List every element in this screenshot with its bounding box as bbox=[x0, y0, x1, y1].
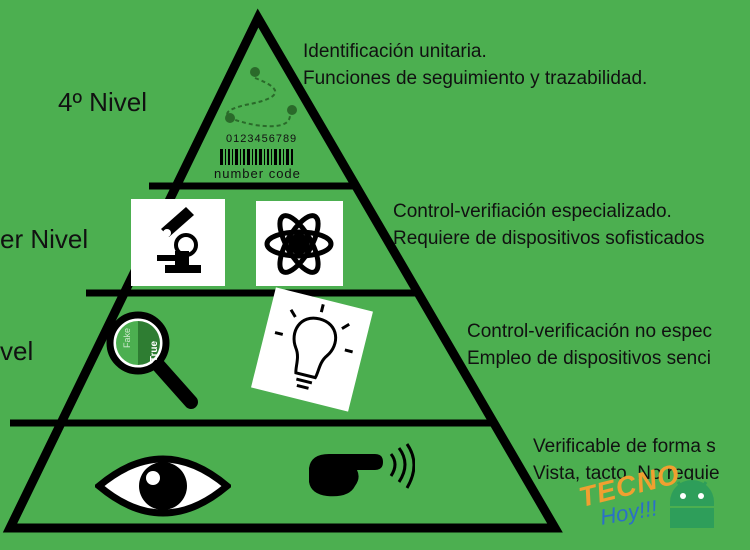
eye-icon bbox=[95, 455, 231, 517]
barcode-digits: 0123456789 bbox=[226, 133, 298, 145]
true-badge-label: True bbox=[149, 340, 161, 363]
level-2-desc-line-1: Control-verificación no espec bbox=[467, 321, 713, 342]
barcode-icon bbox=[220, 149, 293, 165]
fake-badge-label: Fake bbox=[122, 327, 133, 349]
level-4-desc-line-1: Identificación unitaria. bbox=[303, 41, 487, 62]
level-4-label: 4º Nivel bbox=[58, 87, 147, 117]
pointing-hand-icon bbox=[309, 443, 415, 497]
magnifier-icon bbox=[106, 311, 198, 409]
level-3-label: er Nivel bbox=[0, 224, 89, 254]
barcode-caption: number code bbox=[214, 166, 301, 181]
location-pin-icon bbox=[225, 67, 297, 123]
level-1-desc-line-1: Verificable de forma s bbox=[533, 436, 716, 457]
microscope-icon bbox=[157, 207, 201, 273]
atom-icon bbox=[264, 213, 334, 275]
level-1-desc-line-2: Vista, tacto. No requie bbox=[533, 463, 720, 484]
level-1-description: Verificable de forma s Vista, tacto. No … bbox=[533, 433, 720, 487]
level-4-description: Identificación unitaria. Funciones de se… bbox=[303, 38, 647, 92]
level-2-desc-line-2: Empleo de dispositivos senci bbox=[467, 348, 711, 369]
level-2-description: Control-verificación no espec Empleo de … bbox=[467, 318, 712, 372]
level-2-label: vel bbox=[0, 336, 34, 366]
lightbulb-icon bbox=[274, 304, 353, 390]
level-3-desc-line-1: Control-verifiación especializado. bbox=[393, 201, 672, 222]
microscope-tile bbox=[131, 199, 225, 286]
lightbulb-tile bbox=[251, 287, 373, 412]
level-3-desc-line-2: Requiere de dispositivos sofisticados bbox=[393, 228, 705, 249]
route-map-icon bbox=[226, 77, 291, 128]
level-4-desc-line-2: Funciones de seguimiento y trazabilidad. bbox=[303, 68, 648, 89]
android-robot-icon bbox=[670, 480, 714, 528]
atom-tile bbox=[256, 201, 343, 286]
level-3-description: Control-verifiación especializado. Requi… bbox=[393, 198, 705, 252]
